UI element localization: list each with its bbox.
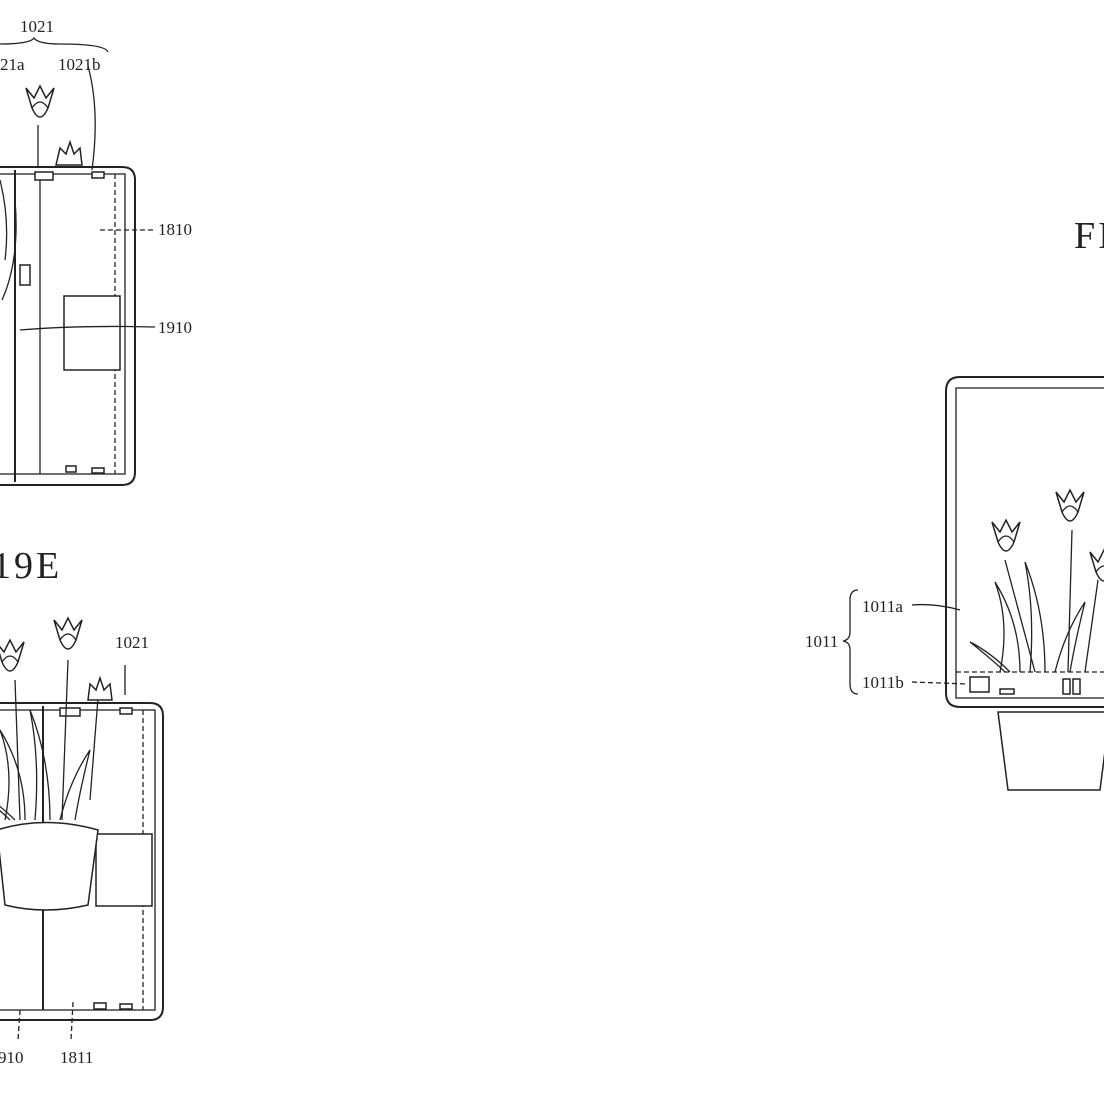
label-1811: 1811	[60, 1048, 93, 1067]
label-1011a: 1011a	[862, 597, 903, 616]
device-1021-bottom	[0, 617, 164, 1041]
figure-caption-19e: 19E	[0, 545, 62, 587]
label-1021a-top: 21a	[0, 55, 25, 74]
figure-caption-right: FI	[1074, 215, 1104, 257]
label-1011: 1011	[805, 632, 838, 651]
label-1910-bottom: 910	[0, 1048, 24, 1067]
label-1021-top: 1021	[20, 17, 54, 36]
label-1021-bottom: 1021	[115, 633, 149, 652]
device-1011	[842, 376, 1104, 791]
label-1910: 1910	[158, 318, 192, 337]
label-1011b: 1011b	[862, 673, 904, 692]
device-1021-top	[0, 36, 156, 486]
label-1021b-top: 1021b	[58, 55, 101, 74]
label-1810: 1810	[158, 220, 192, 239]
